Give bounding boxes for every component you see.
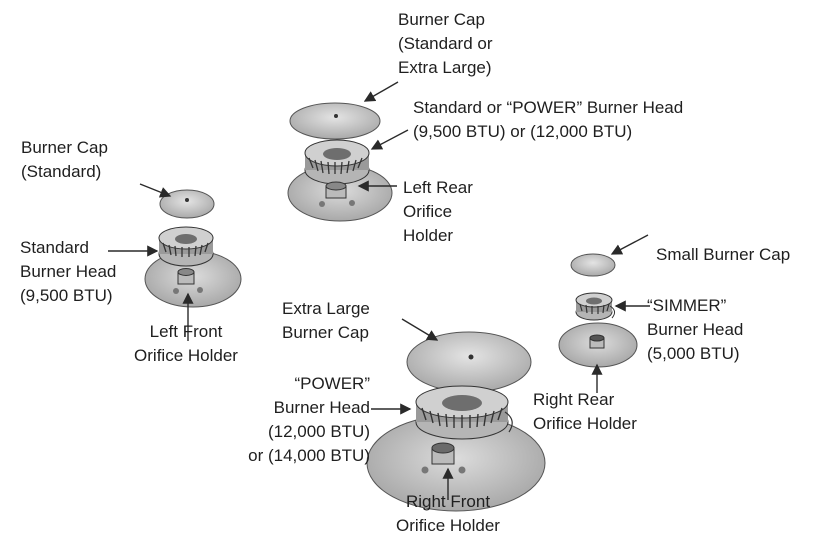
left-rear-head-label: Standard or “POWER” Burner Head (9,500 B… — [413, 98, 684, 141]
arrow-lr-head — [370, 129, 409, 150]
left-front-cap-label: Burner Cap (Standard) — [21, 138, 108, 181]
left-rear-cap-label: Burner Cap (Standard or Extra Large) — [398, 10, 493, 77]
right-rear-holder-label: Right Rear Orifice Holder — [533, 390, 637, 433]
right-rear-head-label: “SIMMER” Burner Head (5,000 BTU) — [647, 296, 744, 363]
right-front-head-label: “POWER” Burner Head (12,000 BTU) or (14,… — [248, 374, 370, 465]
left-front-burner-head — [158, 226, 214, 267]
arrow-rf-cap — [401, 318, 439, 341]
right-rear-cap — [570, 253, 616, 277]
left-rear-orifice-holder — [319, 181, 355, 207]
right-rear-orifice-holder — [589, 334, 605, 349]
arrow-lr-cap — [363, 81, 399, 102]
left-front-burner — [144, 189, 242, 308]
left-rear-cap — [289, 102, 381, 140]
left-front-holder-label: Left Front Orifice Holder — [134, 322, 238, 365]
left-front-orifice-holder — [173, 268, 203, 294]
left-front-head-label: Standard Burner Head (9,500 BTU) — [20, 238, 117, 305]
arrow-lf-cap — [139, 183, 172, 198]
right-front-burner — [366, 331, 546, 512]
right-front-cap — [406, 331, 532, 393]
right-rear-burner — [558, 253, 638, 368]
leader-arrows — [108, 81, 650, 500]
right-front-orifice-holder — [421, 442, 466, 474]
right-rear-burner-head — [575, 292, 616, 321]
right-front-holder-label: Right Front Orifice Holder — [396, 492, 500, 535]
left-rear-burner — [287, 102, 393, 222]
right-front-cap-label: Extra Large Burner Cap — [282, 299, 370, 342]
left-front-cap — [159, 189, 215, 219]
right-rear-cap-label: Small Burner Cap — [656, 245, 791, 264]
right-front-burner-head — [415, 385, 513, 440]
arrow-rr-cap — [610, 234, 649, 255]
left-rear-burner-head — [304, 139, 370, 185]
left-rear-holder-label: Left Rear Orifice Holder — [403, 178, 473, 245]
